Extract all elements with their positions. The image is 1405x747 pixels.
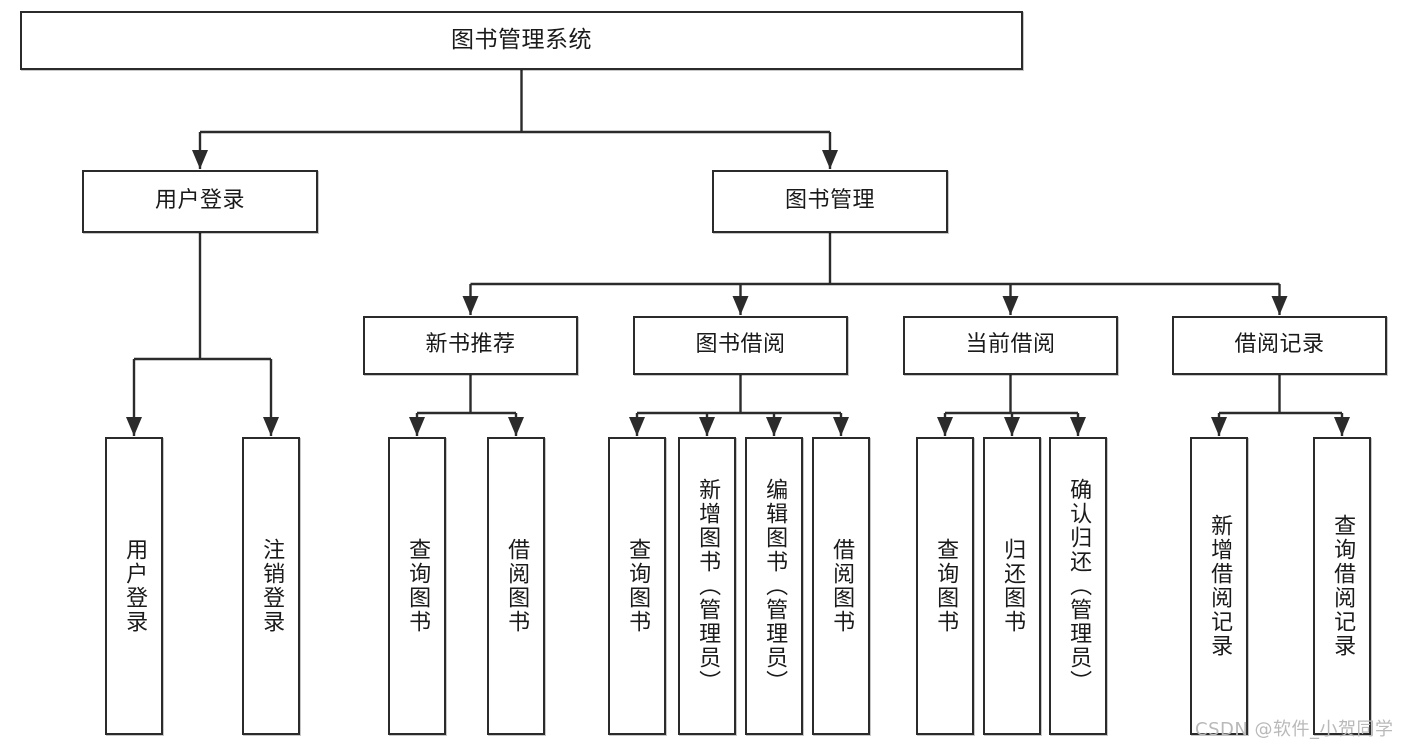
node-label: 用户登录 xyxy=(154,188,245,214)
node-label: 借阅记录 xyxy=(1234,332,1325,358)
arrowhead-b_lend xyxy=(833,417,849,436)
node-newbook[interactable]: 新书推荐 xyxy=(363,316,578,375)
arrowhead-l_login xyxy=(126,417,142,436)
arrowhead-r_add xyxy=(1211,417,1227,436)
arrowhead-l_logout xyxy=(263,417,279,436)
arrowhead-newbook xyxy=(462,296,479,315)
node-b_lend[interactable]: 借阅图书 xyxy=(812,437,870,735)
node-n_query[interactable]: 查询图书 xyxy=(388,437,446,735)
node-records[interactable]: 借阅记录 xyxy=(1172,316,1387,375)
node-c_return[interactable]: 归还图书 xyxy=(983,437,1041,735)
node-c_query[interactable]: 查询图书 xyxy=(916,437,974,735)
node-b_edit[interactable]: 编辑图书（管理员） xyxy=(745,437,803,735)
node-label: 图书管理系统 xyxy=(451,26,592,53)
node-label: 借阅图书 xyxy=(829,538,855,634)
arrowhead-login xyxy=(192,150,208,169)
arrowhead-n_borrow xyxy=(508,417,524,436)
node-c_confirm[interactable]: 确认归还（管理员） xyxy=(1049,437,1107,735)
arrowhead-c_query xyxy=(937,417,953,436)
node-label: 查询图书 xyxy=(405,538,431,634)
arrowhead-n_query xyxy=(409,417,425,436)
node-label: 新增借阅记录 xyxy=(1207,514,1233,658)
node-borrow[interactable]: 图书借阅 xyxy=(633,316,848,375)
node-current[interactable]: 当前借阅 xyxy=(903,316,1118,375)
node-r_query[interactable]: 查询借阅记录 xyxy=(1313,437,1371,735)
node-label: 归还图书 xyxy=(1000,538,1026,634)
node-label: 图书管理 xyxy=(784,188,875,214)
node-label: 借阅图书 xyxy=(504,538,530,634)
node-root[interactable]: 图书管理系统 xyxy=(20,11,1023,70)
arrowhead-current xyxy=(1002,296,1019,315)
node-login[interactable]: 用户登录 xyxy=(82,170,318,233)
arrowhead-b_query xyxy=(629,417,645,436)
node-label: 查询图书 xyxy=(933,538,959,634)
arrowhead-b_add xyxy=(699,417,715,436)
node-label: 图书借阅 xyxy=(695,332,786,358)
arrowhead-c_return xyxy=(1004,417,1020,436)
node-l_login[interactable]: 用户登录 xyxy=(105,437,163,735)
arrowhead-c_confirm xyxy=(1070,417,1086,436)
node-b_add[interactable]: 新增图书（管理员） xyxy=(678,437,736,735)
csdn-watermark: CSDN @软件_小贺同学 xyxy=(1195,719,1394,740)
node-l_logout[interactable]: 注销登录 xyxy=(242,437,300,735)
node-label: 新书推荐 xyxy=(425,332,516,358)
node-n_borrow[interactable]: 借阅图书 xyxy=(487,437,545,735)
arrowhead-borrow xyxy=(732,296,749,315)
node-bookmgr[interactable]: 图书管理 xyxy=(712,170,948,233)
node-label: 注销登录 xyxy=(259,538,285,634)
arrowhead-records xyxy=(1271,296,1288,315)
node-r_add[interactable]: 新增借阅记录 xyxy=(1190,437,1248,735)
arrowhead-b_edit xyxy=(766,417,782,436)
arrowhead-bookmgr xyxy=(822,150,838,169)
node-label: 编辑图书（管理员） xyxy=(762,478,788,694)
node-label: 确认归还（管理员） xyxy=(1066,478,1092,694)
arrowhead-r_query xyxy=(1334,417,1350,436)
node-label: 查询借阅记录 xyxy=(1330,514,1356,658)
node-label: 用户登录 xyxy=(122,538,148,634)
node-label: 查询图书 xyxy=(625,538,651,634)
node-label: 新增图书（管理员） xyxy=(695,478,721,694)
node-label: 当前借阅 xyxy=(965,332,1056,358)
node-b_query[interactable]: 查询图书 xyxy=(608,437,666,735)
